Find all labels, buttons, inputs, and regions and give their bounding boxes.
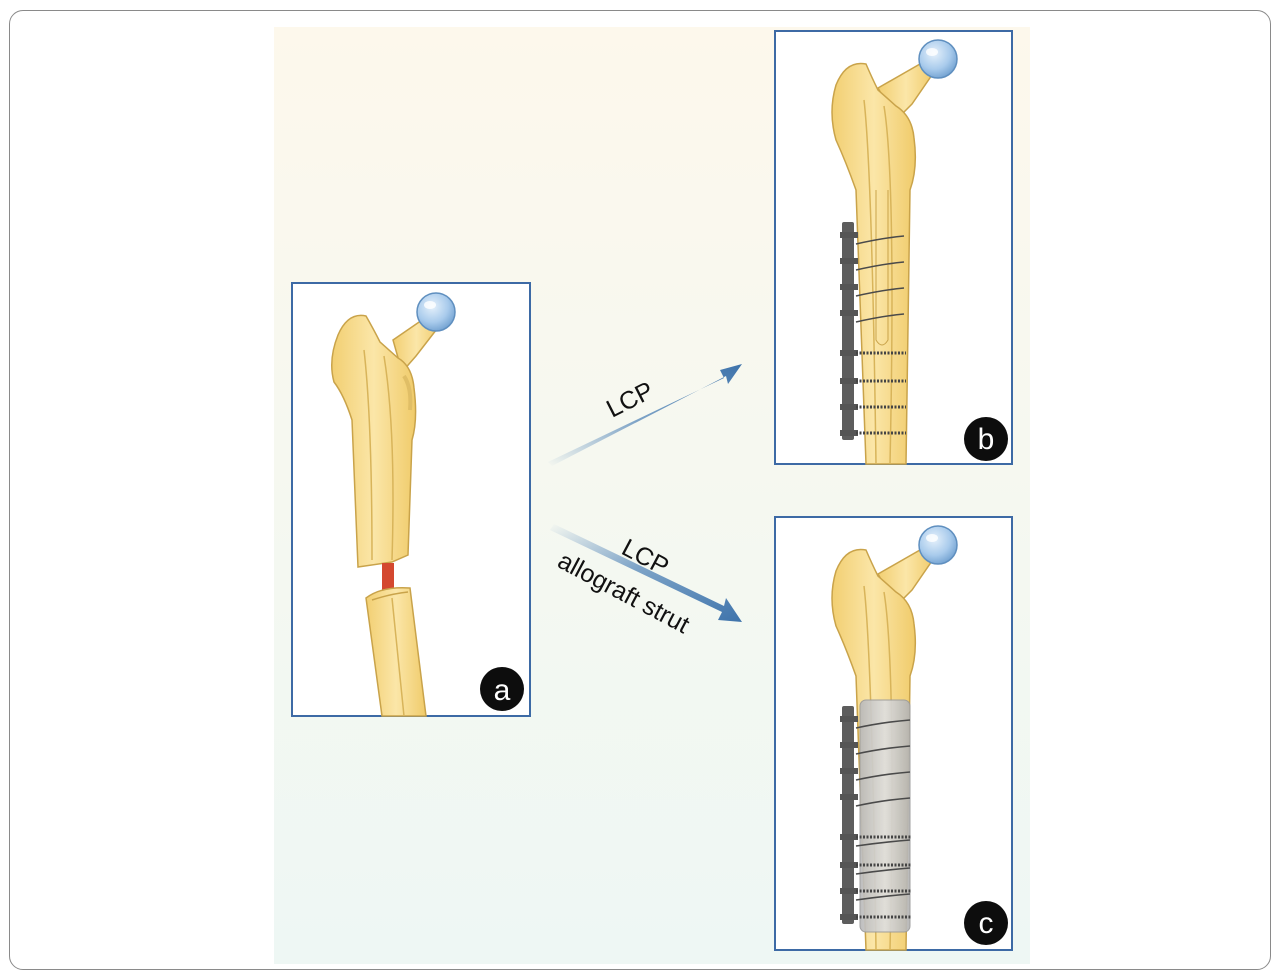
arrow-lower: LCP allograft strut: [550, 524, 742, 639]
femoral-head-icon: [919, 526, 957, 564]
panel-b: b: [775, 31, 1012, 464]
panel-c: c: [775, 517, 1012, 950]
panel-a-letter: a: [494, 674, 511, 707]
arrow-upper-label: LCP: [602, 376, 658, 423]
allograft-strut: [860, 700, 910, 932]
fracture-gap: [382, 563, 394, 590]
panel-b-letter: b: [978, 423, 995, 456]
panel-a: a: [292, 283, 530, 716]
panel-c-letter: c: [979, 907, 994, 940]
femoral-head-icon: [417, 293, 455, 331]
femoral-head-icon: [919, 40, 957, 78]
arrow-upper: LCP: [548, 364, 742, 466]
